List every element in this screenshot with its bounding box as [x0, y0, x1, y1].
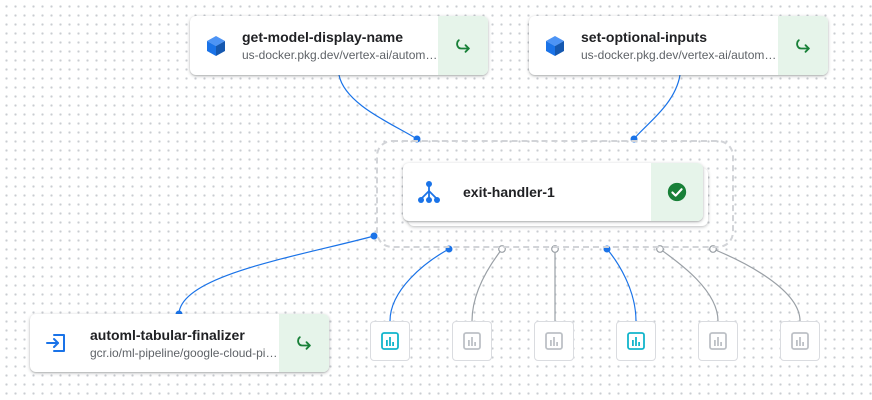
- cube-icon: [190, 34, 242, 58]
- node-subtitle: us-docker.pkg.dev/vertex-ai/automl-tabul…: [581, 48, 778, 62]
- node-get-model-display-name[interactable]: get-model-display-name us-docker.pkg.dev…: [190, 16, 488, 75]
- edge-artifact-2: [471, 248, 503, 322]
- bar-chart-icon: [791, 332, 809, 350]
- edge-artifact-1: [389, 248, 450, 322]
- edge-artifact-5: [659, 248, 719, 322]
- artifact-node[interactable]: [534, 321, 574, 361]
- edge-artifact-4: [606, 248, 637, 322]
- artifact-node[interactable]: [616, 321, 656, 361]
- edge-artifact-6: [712, 248, 801, 322]
- cached-status-icon: [279, 314, 329, 372]
- cube-icon: [529, 34, 581, 58]
- exit-handler-group: [376, 140, 734, 248]
- bar-chart-icon: [709, 332, 727, 350]
- bar-chart-icon: [627, 332, 645, 350]
- node-title: exit-handler-1: [463, 184, 555, 200]
- bar-chart-icon: [381, 332, 399, 350]
- node-set-optional-inputs[interactable]: set-optional-inputs us-docker.pkg.dev/ve…: [529, 16, 828, 75]
- check-circle-icon: [651, 163, 703, 221]
- artifact-node[interactable]: [780, 321, 820, 361]
- node-subtitle: us-docker.pkg.dev/vertex-ai/automl-tabul…: [242, 48, 438, 62]
- artifact-node[interactable]: [452, 321, 492, 361]
- bar-chart-icon: [463, 332, 481, 350]
- node-automl-tabular-finalizer[interactable]: automl-tabular-finalizer gcr.io/ml-pipel…: [30, 314, 329, 372]
- node-title: get-model-display-name: [242, 29, 404, 45]
- node-subtitle: gcr.io/ml-pipeline/google-cloud-pipeline…: [90, 345, 279, 360]
- artifact-node[interactable]: [698, 321, 738, 361]
- input-arrow-icon: [30, 331, 82, 355]
- edge-automl-tabular-finalizer: [178, 235, 375, 315]
- edge-get-model-display-name: [338, 74, 418, 140]
- edge-set-optional-inputs: [633, 74, 681, 140]
- node-title: automl-tabular-finalizer: [90, 326, 245, 343]
- artifact-node[interactable]: [370, 321, 410, 361]
- cached-status-icon: [778, 16, 828, 75]
- cached-status-icon: [438, 16, 488, 75]
- bar-chart-icon: [545, 332, 563, 350]
- pipeline-graph-icon: [403, 179, 455, 205]
- node-exit-handler-1[interactable]: exit-handler-1: [403, 163, 703, 221]
- node-title: set-optional-inputs: [581, 29, 707, 45]
